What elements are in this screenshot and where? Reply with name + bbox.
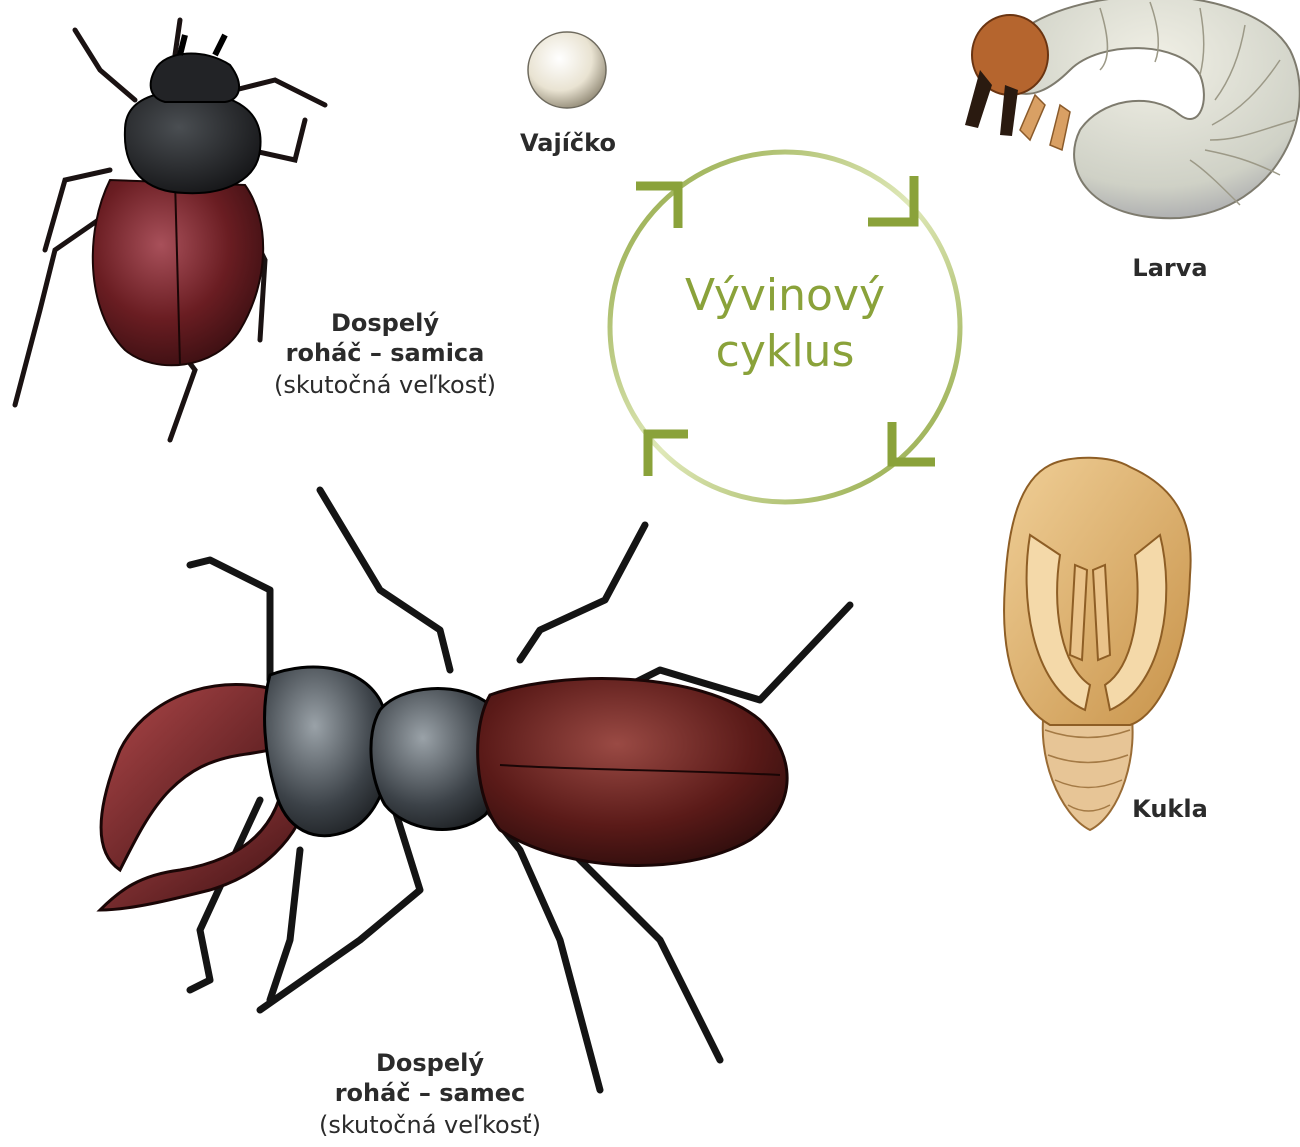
larva-label-text: Larva bbox=[1110, 253, 1230, 283]
pupa-label: Kukla bbox=[1110, 794, 1230, 824]
pupa-label-text: Kukla bbox=[1110, 794, 1230, 824]
cycle-title-line1: Vývinový bbox=[610, 268, 960, 324]
pupa-icon bbox=[990, 455, 1200, 835]
female-label-line1: Dospelý bbox=[255, 308, 515, 338]
male-label: Dospelý roháč – samec (skutočná veľkosť) bbox=[300, 1048, 560, 1140]
cycle-title-line2: cyklus bbox=[610, 324, 960, 380]
egg-label-text: Vajíčko bbox=[503, 128, 633, 158]
male-stag-beetle-icon bbox=[60, 470, 860, 1140]
female-label-line2: roháč – samica bbox=[255, 338, 515, 368]
male-label-line2: roháč – samec bbox=[300, 1078, 560, 1108]
egg-label: Vajíčko bbox=[503, 128, 633, 158]
larva-icon bbox=[950, 0, 1300, 230]
egg-icon bbox=[523, 26, 613, 116]
female-stag-beetle-icon bbox=[5, 10, 335, 470]
larva-label: Larva bbox=[1110, 253, 1230, 283]
male-label-line1: Dospelý bbox=[300, 1048, 560, 1078]
cycle-title: Vývinový cyklus bbox=[610, 268, 960, 380]
female-label-note: (skutočná veľkosť) bbox=[255, 370, 515, 400]
male-label-note: (skutočná veľkosť) bbox=[300, 1110, 560, 1140]
female-label: Dospelý roháč – samica (skutočná veľkosť… bbox=[255, 308, 515, 400]
